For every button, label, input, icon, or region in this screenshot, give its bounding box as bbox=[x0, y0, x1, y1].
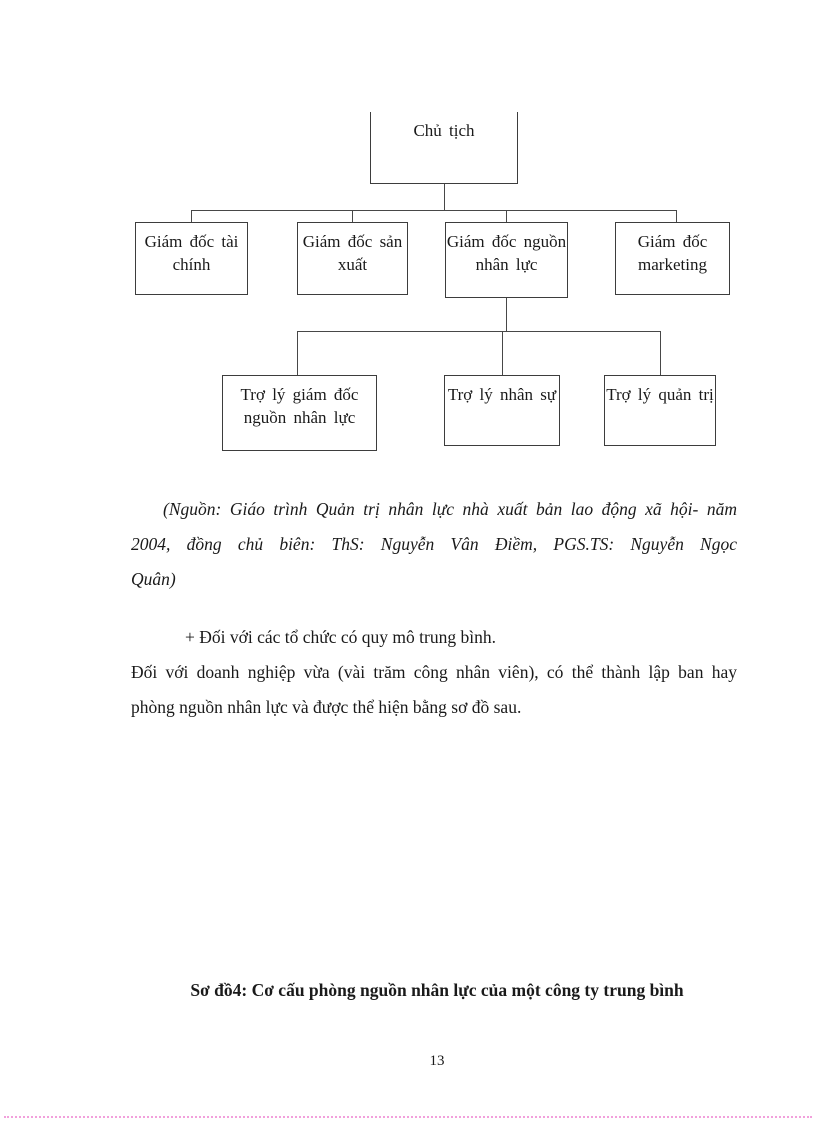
connector-line bbox=[660, 331, 662, 375]
connector-line bbox=[506, 298, 508, 331]
connector-line bbox=[444, 184, 446, 210]
citation-line: 2004, đồng chủ biên: ThS: Nguyễn Vân Điề… bbox=[131, 534, 737, 554]
paragraph-line: + Đối với các tổ chức có quy mô trung bì… bbox=[185, 627, 496, 647]
body-paragraph: + Đối với các tổ chức có quy mô trung bì… bbox=[131, 620, 737, 725]
connector-line bbox=[502, 331, 504, 375]
page-number: 13 bbox=[429, 1053, 445, 1069]
org-node-president: Chủ tịch bbox=[370, 112, 518, 184]
citation-line: Quân) bbox=[131, 569, 176, 589]
org-node-production-director: Giám đốc sản xuất bbox=[297, 222, 408, 295]
connector-line bbox=[297, 331, 660, 333]
paragraph-line: Đối với doanh nghiệp vừa (vài trăm công … bbox=[131, 662, 737, 682]
source-citation: (Nguồn: Giáo trình Quản trị nhân lực nhà… bbox=[131, 492, 737, 597]
page-break-rule bbox=[4, 1116, 812, 1118]
org-node-admin-assistant: Trợ lý quản trị bbox=[604, 375, 716, 446]
org-node-hr-director: Giám đốc nguồn nhân lực bbox=[445, 222, 568, 298]
org-node-finance-director: Giám đốc tài chính bbox=[135, 222, 248, 295]
connector-line bbox=[191, 210, 193, 222]
figure-caption: Sơ đồ4: Cơ cấu phòng nguồn nhân lực của … bbox=[190, 980, 684, 1000]
connector-line bbox=[676, 210, 678, 222]
connector-line bbox=[191, 210, 677, 212]
connector-line bbox=[297, 331, 299, 375]
connector-line bbox=[506, 210, 508, 222]
connector-line bbox=[352, 210, 354, 222]
org-node-personnel-assistant: Trợ lý nhân sự bbox=[444, 375, 560, 446]
org-node-hr-director-assistant: Trợ lý giám đốc nguồn nhân lực bbox=[222, 375, 377, 451]
org-node-marketing-director: Giám đốc marketing bbox=[615, 222, 730, 295]
citation-line: (Nguồn: Giáo trình Quản trị nhân lực nhà… bbox=[163, 499, 737, 519]
paragraph-line: phòng nguồn nhân lực và được thể hiện bằ… bbox=[131, 697, 522, 717]
